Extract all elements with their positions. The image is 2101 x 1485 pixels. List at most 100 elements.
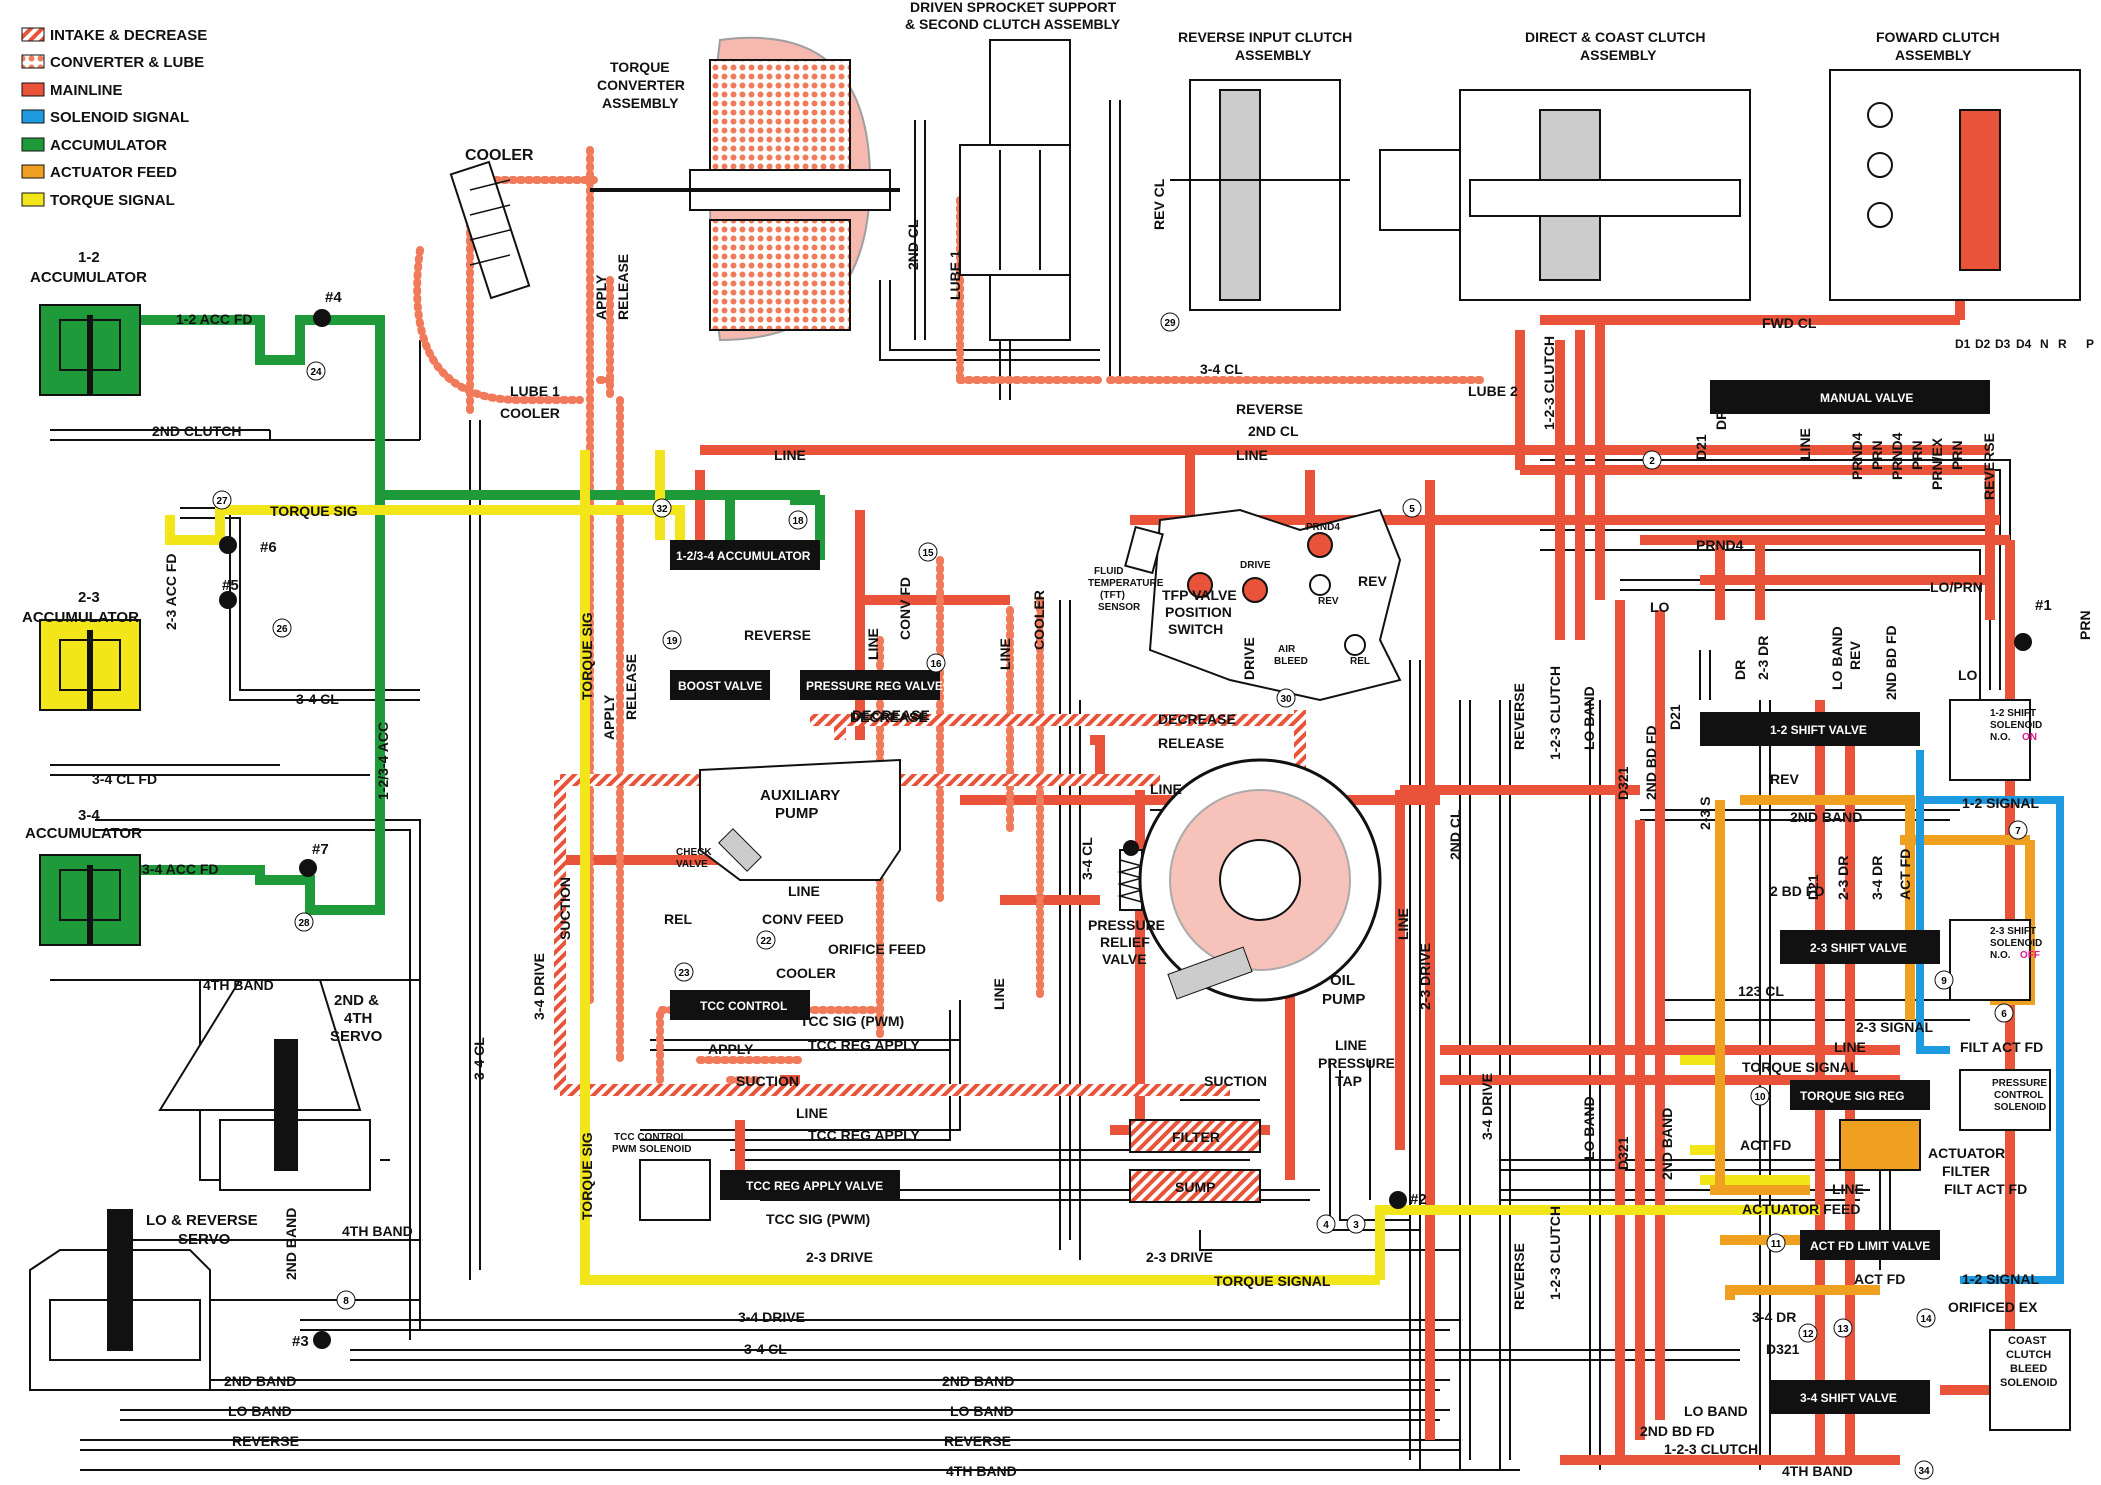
lbl-prnex-top: PRN/EX: [1929, 437, 1945, 490]
orifice-29: 29: [1160, 312, 1180, 332]
lbl-act-fd-b: ACT FD: [1854, 1271, 1905, 1287]
sol-12-l1: 1-2 SHIFT: [1990, 708, 2036, 719]
checkball-3-label: #3: [292, 1333, 309, 1350]
direct-coast-title-1: DIRECT & COAST CLUTCH: [1525, 29, 1705, 45]
lbl-decrease: DECREASE: [1158, 711, 1236, 727]
shift-valve-23-label: 2-3 SHIFT VALVE: [1810, 941, 1907, 955]
sump: [1129, 1169, 1261, 1203]
lbl-line-top: LINE: [1797, 428, 1813, 460]
orifice-8: 8: [336, 1290, 356, 1310]
lbl-34cl-1: 3-4 CL: [296, 691, 339, 707]
lbl-123-cl-v: 1-2-3 CLUTCH: [1547, 666, 1563, 760]
lbl-12-signal-b: 1-2 SIGNAL: [1962, 1271, 2039, 1287]
lbl-torque-sig: TORQUE SIG: [270, 503, 358, 519]
orifice-27: 27: [212, 490, 232, 510]
air-bleed-title-2: BLEED: [1274, 656, 1308, 667]
lbl-prn-top2: PRN: [1909, 440, 1925, 470]
pos-n: N: [2040, 337, 2049, 351]
lbl-cooler-v: COOLER: [1031, 590, 1047, 650]
lbl-23-drive-v: 2-3 DRIVE: [1417, 943, 1433, 1010]
lbl-line-1: LINE: [774, 447, 806, 463]
accumulator-23: [39, 619, 141, 711]
lbl-acc1234: 1-2/3-4 ACC: [375, 722, 391, 800]
pos-d3: D3: [1995, 337, 2011, 351]
orifice-19: 19: [662, 630, 682, 650]
orifice-6: 6: [1994, 1003, 2014, 1023]
legend-swatch-accumulator: [21, 137, 45, 152]
lbl-line-2: LINE: [1236, 447, 1268, 463]
tcc-reg-apply-valve-body: [720, 1170, 900, 1200]
lbl-actuator-feed: ACTUATOR FEED: [1742, 1201, 1860, 1217]
oil-pump-title-2: PUMP: [1322, 991, 1365, 1008]
orifice-18: 18: [788, 510, 808, 530]
torque-converter-title-1: TORQUE: [610, 59, 670, 75]
lbl-4th-band-h: 4TH BAND: [946, 1463, 1017, 1479]
orifice-13: 13: [1833, 1318, 1853, 1338]
lbl-23-s-v: 2-3 S: [1697, 797, 1713, 830]
shift-valve-23-body: [1780, 930, 1940, 964]
svg-text:24: 24: [310, 367, 322, 378]
checkball-2: [1389, 1191, 1407, 1209]
torque-sig-reg-body: [1790, 1080, 1930, 1110]
lbl-prnd4: PRND4: [1696, 537, 1744, 553]
act-fd-limit-label: ACT FD LIMIT VALVE: [1810, 1239, 1930, 1253]
aux-pump-title-2: PUMP: [775, 805, 818, 822]
acc-23-title-2: ACCUMULATOR: [22, 609, 139, 626]
lbl-12-signal-a: 1-2 SIGNAL: [1962, 795, 2039, 811]
lo-rev-servo-title-1: LO & REVERSE: [146, 1212, 258, 1229]
lbl-apply-v: APPLY: [593, 274, 609, 320]
shift-solenoid-23-body: [1949, 919, 2031, 1001]
lbl-rev: REV: [1770, 771, 1799, 787]
lbl-line-v: LINE: [997, 638, 1013, 670]
legend-swatch-torque: [21, 192, 45, 207]
lbl-2nd-band-v: 2ND BAND: [283, 1208, 299, 1280]
lbl-23-signal: 2-3 SIGNAL: [1856, 1019, 1933, 1035]
lbl-123cl: 123 CL: [1738, 983, 1784, 999]
svg-text:6: 6: [2001, 1009, 2007, 1020]
accumulator-34: [39, 854, 141, 946]
checkball-4-label: #4: [325, 289, 342, 306]
svg-text:7: 7: [2015, 826, 2021, 837]
orifice-30: 30: [1276, 688, 1296, 708]
lbl-torque-signal-a: TORQUE SIGNAL: [1742, 1059, 1859, 1075]
orifice-11: 11: [1766, 1233, 1786, 1253]
lbl-123-clutch-v: 1-2-3 CLUTCH: [1541, 336, 1557, 430]
aux-pump-title-1: AUXILIARY: [760, 787, 840, 804]
lbl-orificed-ex: ORIFICED EX: [1948, 1299, 2038, 1315]
lbl-reverse-h2: REVERSE: [944, 1433, 1011, 1449]
legend-label-mainline: MAINLINE: [50, 82, 123, 99]
tfp-valve-position-switch: [1124, 508, 1402, 702]
lbl-34-cl-v2: 3-4 CL: [1079, 837, 1095, 880]
lbl-conv-fd: CONV FD: [897, 577, 913, 640]
orifice-23: 23: [674, 962, 694, 982]
tfp-title-3: SWITCH: [1168, 621, 1223, 637]
lbl-orifice-feed: ORIFICE FEED: [828, 941, 926, 957]
shift-valve-12-body: [1700, 712, 1920, 746]
orifice-7: 7: [2008, 820, 2028, 840]
filter: [1129, 1119, 1261, 1153]
lbl-34-dr: 3-4 DR: [1752, 1309, 1796, 1325]
svg-text:13: 13: [1837, 1324, 1849, 1335]
lbl-123-cl-v2: 1-2-3 CLUTCH: [1547, 1206, 1563, 1300]
lbl-tcc-sig-pwm-b: TCC SIG (PWM): [766, 1211, 870, 1227]
torque-converter-title-2: CONVERTER: [597, 77, 685, 93]
pcs-solenoid-body: [1959, 1069, 2051, 1131]
acc-1234-valve-body: [670, 540, 820, 570]
checkball-7: [299, 859, 317, 877]
coast-bleed-title-1: COAST: [2008, 1335, 2047, 1347]
pcs-l2: CONTROL: [1994, 1090, 2043, 1101]
svg-text:28: 28: [298, 918, 310, 929]
acc-1234-valve-label: 1-2/3-4 ACCUMULATOR: [676, 549, 811, 563]
tcc-control-valve-label: TCC CONTROL: [700, 999, 787, 1013]
svg-text:34: 34: [1918, 1466, 1930, 1477]
orifice-5: 5: [1402, 498, 1422, 518]
legend: INTAKE & DECREASE CONVERTER & LUBE MAINL…: [21, 27, 207, 209]
lbl-prnd4-sw: PRND4: [1306, 522, 1340, 533]
tcc-control-valve-body: [670, 990, 810, 1020]
acc-34-title-1: 3-4: [78, 807, 100, 824]
lbl-34clfd: 3-4 CL FD: [92, 771, 157, 787]
lbl-lo-band-v3: LO BAND: [1829, 626, 1845, 690]
passage-labels: 1-2 ACC FD 2ND CLUTCH TORQUE SIG 2-3 ACC…: [92, 178, 2093, 1479]
accumulator-12: [39, 304, 141, 396]
legend-label-intake: INTAKE & DECREASE: [50, 27, 207, 44]
